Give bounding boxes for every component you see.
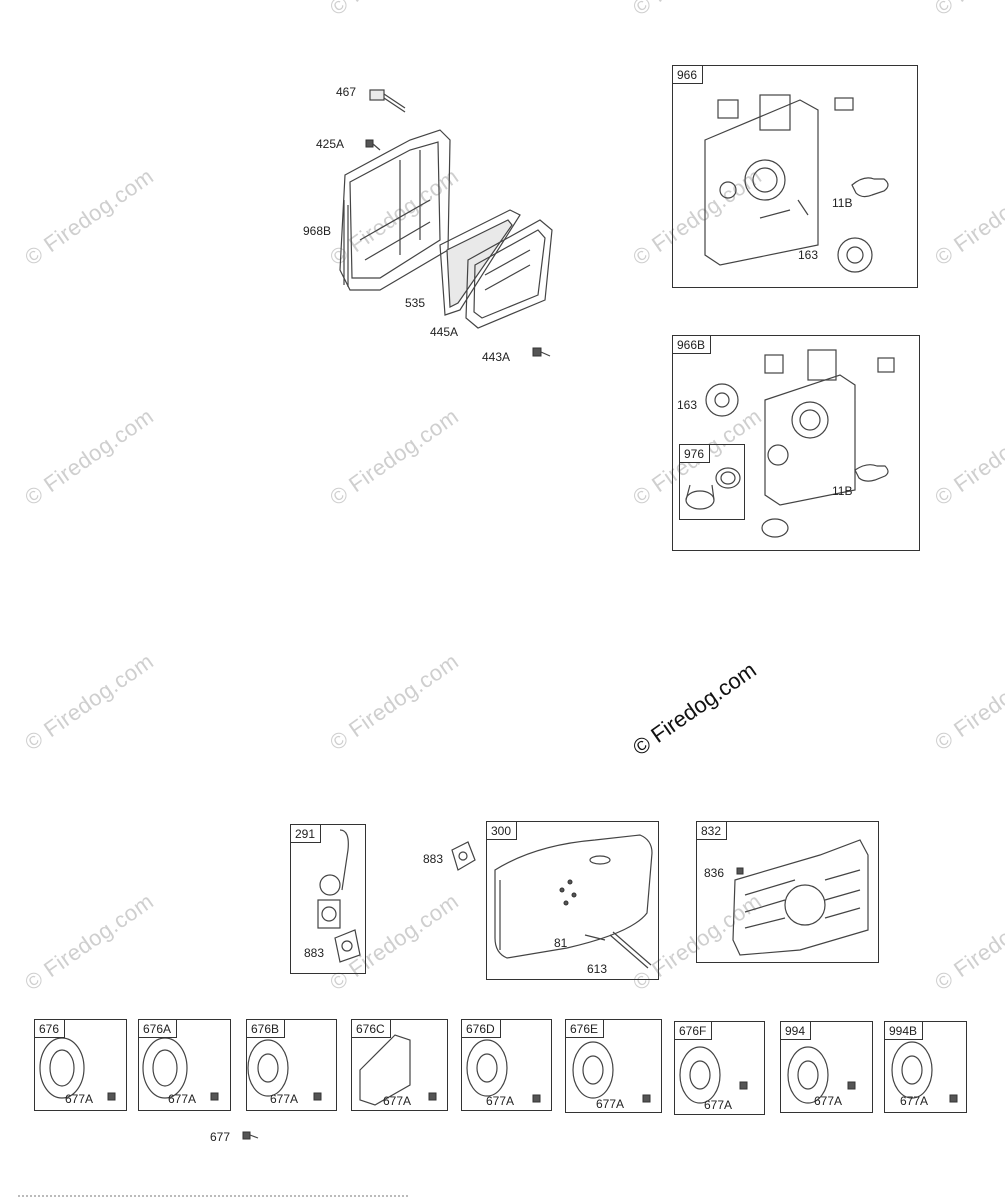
guard-676E-screw-label: 677A [596, 1097, 625, 1111]
guard-row-drawings [39, 1034, 958, 1140]
kit-291-tag: 291 [291, 825, 322, 843]
kit-832-tag: 832 [697, 822, 728, 840]
kit-966-tag: 966 [673, 66, 704, 84]
label-966-163: 163 [798, 248, 819, 262]
part-832-drawing [732, 839, 869, 956]
guard-676D-screw-label: 677A [486, 1094, 515, 1108]
guard-676B-box: 676B [246, 1019, 337, 1111]
guard-994B-tag: 994B [885, 1022, 924, 1040]
label-300-613: 613 [587, 962, 608, 976]
label-883: 883 [423, 852, 444, 866]
guard-676A-screw-label: 677A [168, 1092, 197, 1106]
label-291-883: 883 [304, 946, 325, 960]
label-467: 467 [336, 85, 357, 99]
kit-976-tag: 976 [680, 445, 711, 463]
kit-300-box: 300 [486, 821, 659, 980]
label-832-836: 836 [704, 866, 725, 880]
guard-676C-box: 676C [351, 1019, 448, 1111]
label-968B: 968B [303, 224, 332, 238]
part-535-drawing [439, 209, 521, 316]
guard-676-screw-label: 677A [65, 1092, 94, 1106]
guard-676D-tag: 676D [462, 1020, 501, 1038]
kit-966-box: 966 [672, 65, 918, 288]
guard-676D-box: 676D [461, 1019, 552, 1111]
part-425A-drawing [365, 139, 381, 151]
kit-976-box: 976 [679, 444, 745, 520]
label-677: 677 [210, 1130, 231, 1144]
guard-994-screw-label: 677A [814, 1094, 843, 1108]
guard-676B-screw-label: 677A [270, 1092, 299, 1106]
label-966-11B: 11B [832, 196, 853, 210]
kit-300-tag: 300 [487, 822, 518, 840]
guard-676B-tag: 676B [247, 1020, 286, 1038]
label-445A: 445A [430, 325, 459, 339]
part-966B-drawing [705, 349, 895, 538]
guard-676E-tag: 676E [566, 1020, 605, 1038]
part-467-drawing [369, 89, 406, 113]
label-425A: 425A [316, 137, 345, 151]
label-966B-163: 163 [677, 398, 698, 412]
guard-994B-screw-label: 677A [900, 1094, 929, 1108]
guard-676F-tag: 676F [675, 1022, 713, 1040]
guard-676E-box: 676E [565, 1019, 662, 1113]
kit-291-box: 291 [290, 824, 366, 974]
guard-676-tag: 676 [35, 1020, 66, 1038]
guard-994-box: 994 [780, 1021, 873, 1113]
guard-676A-tag: 676A [139, 1020, 178, 1038]
footer-divider [18, 1195, 408, 1199]
guard-676C-screw-label: 677A [383, 1094, 412, 1108]
label-966B-11B: 11B [832, 484, 853, 498]
part-300-drawing [494, 834, 653, 969]
guard-676F-box: 676F [674, 1021, 765, 1115]
part-291-drawing [317, 829, 361, 963]
guard-994-tag: 994 [781, 1022, 812, 1040]
guard-676C-tag: 676C [352, 1020, 391, 1038]
label-300-81: 81 [554, 936, 568, 950]
part-968B-drawing [339, 129, 451, 291]
guard-676-box: 676 [34, 1019, 127, 1111]
kit-966B-box: 966B [672, 335, 920, 551]
part-445A-drawing [465, 219, 553, 329]
guard-676A-box: 676A [138, 1019, 231, 1111]
part-883-gasket-drawing [451, 841, 476, 871]
label-443A: 443A [482, 350, 511, 364]
part-443A-drawing [532, 347, 551, 357]
guard-994B-box: 994B [884, 1021, 967, 1113]
label-535: 535 [405, 296, 426, 310]
kit-966B-tag: 966B [673, 336, 712, 354]
guard-676F-screw-label: 677A [704, 1098, 733, 1112]
kit-832-box: 832 [696, 821, 879, 963]
part-966-drawing [704, 94, 889, 273]
part-976-drawing [685, 467, 741, 510]
